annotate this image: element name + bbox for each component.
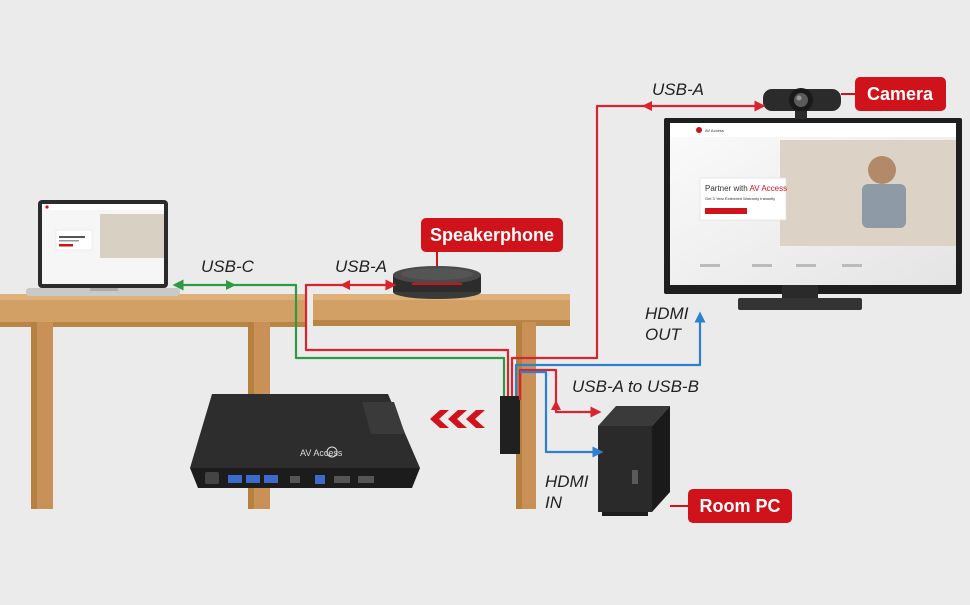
label-hdmi-out-2: OUT: [645, 325, 683, 344]
hdmi-in-cable: [520, 370, 604, 458]
badge-room-pc: Room PC: [688, 489, 792, 523]
hdmi-out-cable: [514, 311, 706, 396]
usb-a-speaker-cable: [304, 279, 510, 396]
label-usb-a-to-usb-b: USB-A to USB-B: [572, 377, 699, 396]
dock-brand: AV Access: [300, 448, 343, 458]
label-usb-a-speaker: USB-A: [335, 257, 387, 276]
speakerphone: [393, 266, 481, 299]
badge-camera-text: Camera: [867, 84, 934, 104]
cable-hub: [500, 396, 520, 454]
label-hdmi-in-2: IN: [545, 493, 563, 512]
usb-a-to-usb-b-cable: [518, 368, 602, 418]
badge-speakerphone: Speakerphone: [421, 218, 563, 252]
dock-device: AV Access: [190, 394, 420, 488]
screen-subline: Get 3 Year Extended Warranty Instantly: [705, 196, 775, 201]
label-usb-c: USB-C: [201, 257, 255, 276]
room-pc: [598, 406, 670, 516]
screen-headline: Partner with AV Access: [705, 184, 787, 193]
monitor: AV Access Partner with AV Access Get 3 Y…: [664, 118, 962, 310]
label-hdmi-in-1: HDMI: [545, 472, 589, 491]
cable-arrowheads: [226, 101, 652, 410]
label-hdmi-out-1: HDMI: [645, 304, 689, 323]
badge-speakerphone-text: Speakerphone: [430, 225, 554, 245]
laptop: [26, 200, 180, 296]
direction-chevrons: [430, 410, 485, 428]
label-usb-a-camera: USB-A: [652, 80, 704, 99]
screen-brand: AV Access: [705, 128, 724, 133]
badge-room-pc-text: Room PC: [700, 496, 781, 516]
usb-c-cable: [172, 279, 506, 396]
camera: [763, 88, 841, 119]
badge-camera: Camera: [855, 77, 946, 111]
